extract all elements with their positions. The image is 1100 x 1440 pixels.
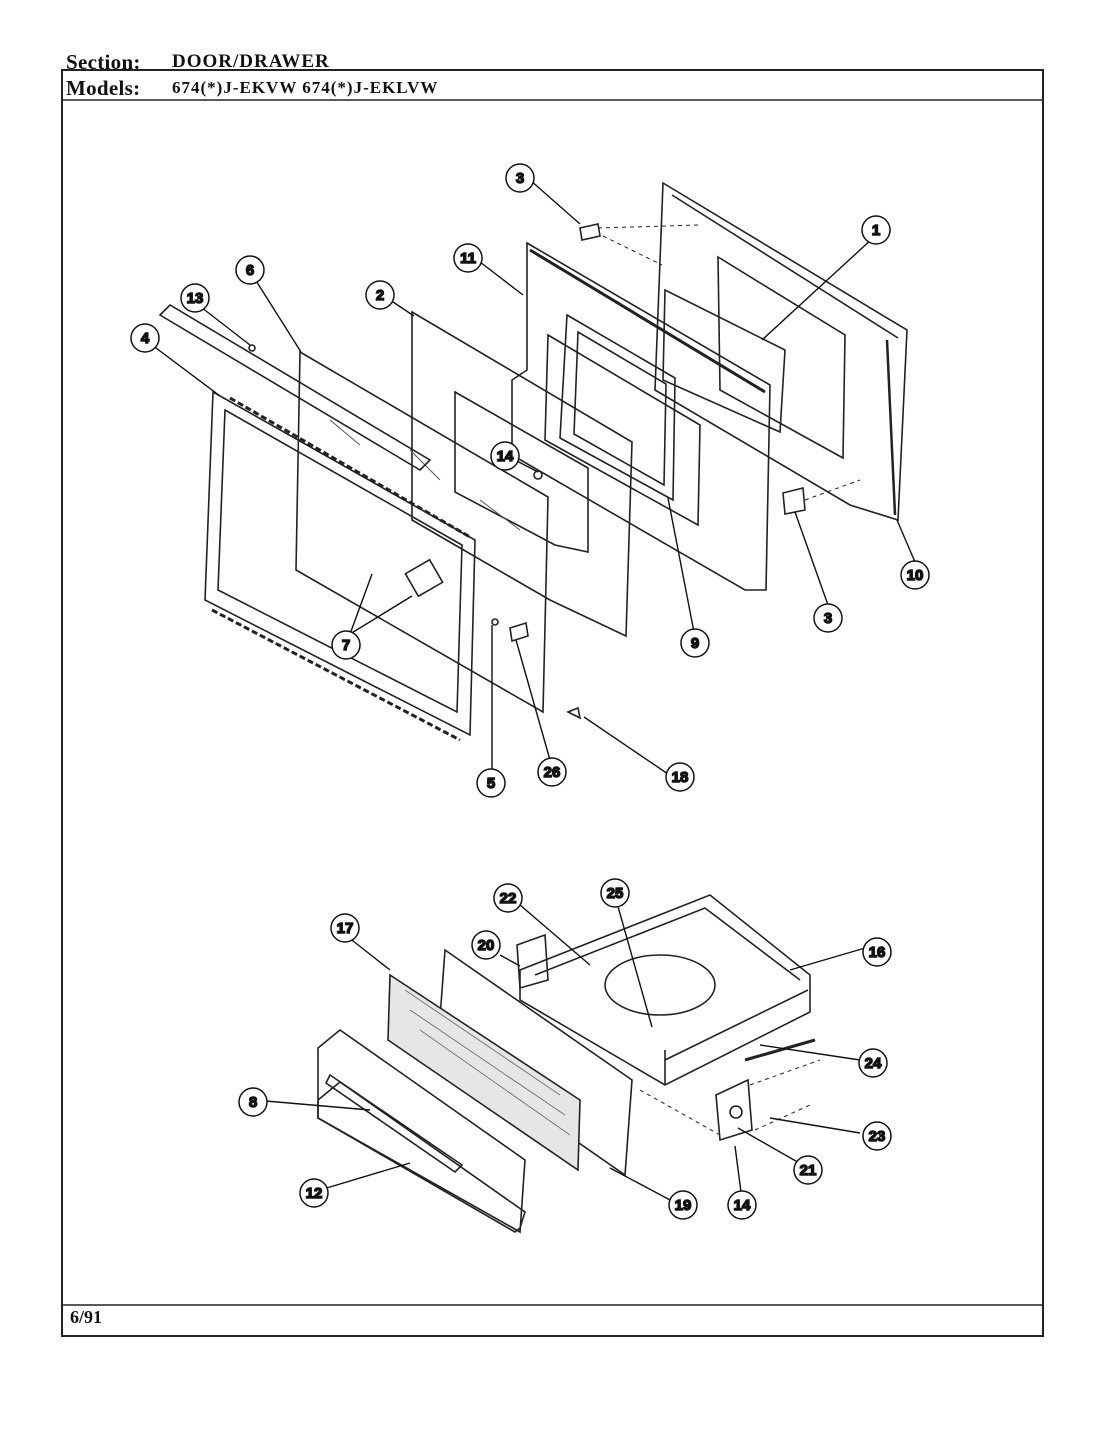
part-5-screw [491,618,499,626]
callout-circles: 3 1 11 2 6 13 4 14 7 5 26 18 9 3 10 22 2… [130,163,930,1220]
svg-text:13: 13 [187,290,204,307]
leader-lines [147,179,916,1201]
part-11-window [544,333,701,527]
svg-text:17: 17 [337,920,354,937]
part-26-label [509,621,529,643]
callout-6: 6 [235,255,265,285]
part-21-hinge-pivot [729,1105,743,1119]
svg-text:21: 21 [800,1162,817,1179]
svg-text:18: 18 [672,769,689,786]
models-label: Models: [66,76,141,100]
part-12-drawer-front [317,1028,526,1234]
callout-25: 25 [600,878,630,908]
part-16-drawer-body [519,894,811,1086]
svg-text:2: 2 [376,287,384,304]
callout-26: 26 [537,757,567,787]
door-assembly [158,181,908,742]
callout-3-bottom: 3 [813,603,843,633]
footer-date: 6/91 [70,1307,103,1327]
callout-18: 18 [665,762,695,792]
callout-9: 9 [680,628,710,658]
drawer-assembly [317,894,821,1234]
part-10-inner-panel [654,181,908,522]
page-frame [61,69,1044,1337]
drawer-hole [604,954,716,1016]
svg-text:22: 22 [500,890,517,907]
callout-7: 7 [331,630,361,660]
svg-text:4: 4 [141,330,150,347]
part-17-insulation [387,973,581,1172]
svg-text:3: 3 [516,170,524,187]
svg-text:8: 8 [249,1094,257,1111]
callout-5: 5 [476,768,506,798]
callout-20: 20 [471,930,501,960]
svg-text:14: 14 [497,448,514,465]
callout-19: 19 [668,1190,698,1220]
svg-text:23: 23 [869,1128,886,1145]
svg-text:5: 5 [487,775,495,792]
part-21-hinge-plate [715,1078,753,1142]
part-9-window-frame [559,313,676,502]
callout-11: 11 [453,243,483,273]
svg-text:1: 1 [872,222,880,239]
svg-text:16: 16 [869,944,886,961]
part-4-door-frame [204,390,476,737]
callout-21: 21 [793,1155,823,1185]
svg-text:9: 9 [691,635,699,652]
callout-12: 12 [299,1178,329,1208]
callout-23: 23 [862,1121,892,1151]
svg-text:10: 10 [907,567,924,584]
part-20-slide [516,933,549,990]
part-10-window-opening [717,255,846,460]
svg-text:3: 3 [824,610,832,627]
callout-3-top: 3 [505,163,535,193]
part-24-rod [744,1038,816,1062]
part-13-screw [248,344,256,352]
callout-14-door: 14 [490,441,520,471]
svg-text:12: 12 [306,1185,323,1202]
callout-22: 22 [493,883,523,913]
svg-text:14: 14 [734,1197,751,1214]
svg-text:25: 25 [607,885,624,902]
svg-text:11: 11 [460,250,476,267]
callout-8: 8 [238,1087,268,1117]
callout-4: 4 [130,323,160,353]
callout-13: 13 [180,283,210,313]
callout-17: 17 [330,913,360,943]
part-1-inner-glass [662,288,786,434]
part-14-screw [533,470,543,480]
callout-1: 1 [861,215,891,245]
callout-24: 24 [858,1048,888,1078]
section-value: DOOR/DRAWER [172,51,330,72]
part-3-bracket-bottom [782,486,806,515]
part-2-insulation [411,310,633,638]
models-value: 674(*)J-EKVW 674(*)J-EKLVW [172,78,439,97]
door-shield [454,390,589,553]
part-11-door-liner [511,241,771,591]
svg-text:24: 24 [865,1055,882,1072]
svg-text:7: 7 [342,637,350,654]
svg-text:6: 6 [246,262,254,279]
callout-14-drawer: 14 [727,1190,757,1220]
part-8-handle [324,1073,464,1174]
svg-text:19: 19 [675,1197,692,1214]
part-6-outer-glass [295,350,549,714]
part-18-clip [566,706,582,720]
part-7-handle-cap [404,558,444,598]
callout-10: 10 [900,560,930,590]
callout-2: 2 [365,280,395,310]
svg-text:26: 26 [544,764,561,781]
svg-text:20: 20 [478,937,495,954]
callout-16: 16 [862,937,892,967]
part-7-handle-bar [158,303,432,472]
part-3-bracket-top [579,223,601,241]
